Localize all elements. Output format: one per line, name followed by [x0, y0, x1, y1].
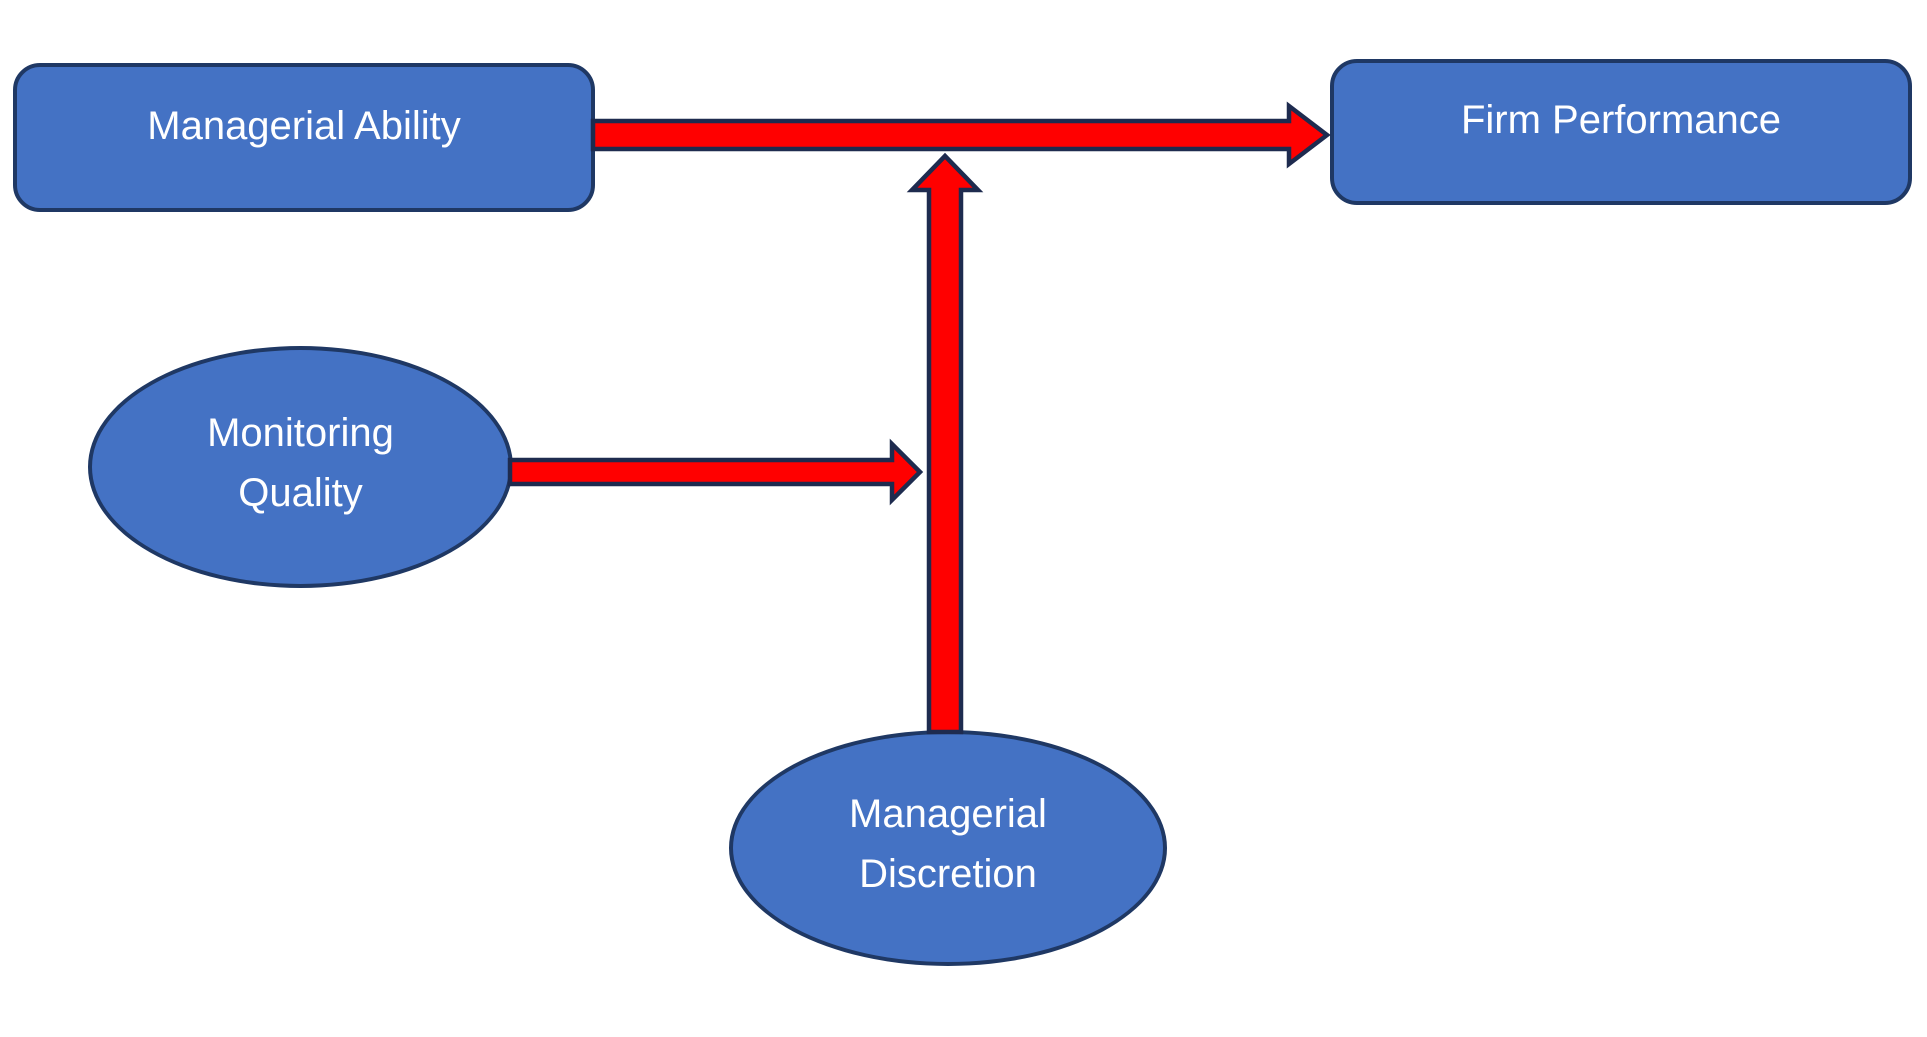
node-managerial-discretion-label-line2: Discretion [859, 852, 1037, 896]
node-managerial-ability: Managerial Ability [13, 63, 595, 212]
arrow-ability-to-performance-icon [590, 101, 1331, 169]
node-firm-performance: Firm Performance [1330, 59, 1912, 205]
node-monitoring-quality-label-line1: Monitoring [207, 411, 394, 455]
node-monitoring-quality: Monitoring Quality [88, 346, 513, 588]
node-managerial-discretion: Managerial Discretion [729, 730, 1167, 966]
arrow-monitoring-quality-moderator-icon [507, 438, 924, 506]
node-firm-performance-label: Firm Performance [1460, 98, 1782, 142]
node-monitoring-quality-label-line2: Quality [238, 471, 363, 515]
node-managerial-ability-label: Managerial Ability [147, 103, 461, 148]
arrow-managerial-discretion-moderator-icon [906, 152, 984, 735]
node-managerial-discretion-label-line1: Managerial [849, 792, 1047, 836]
